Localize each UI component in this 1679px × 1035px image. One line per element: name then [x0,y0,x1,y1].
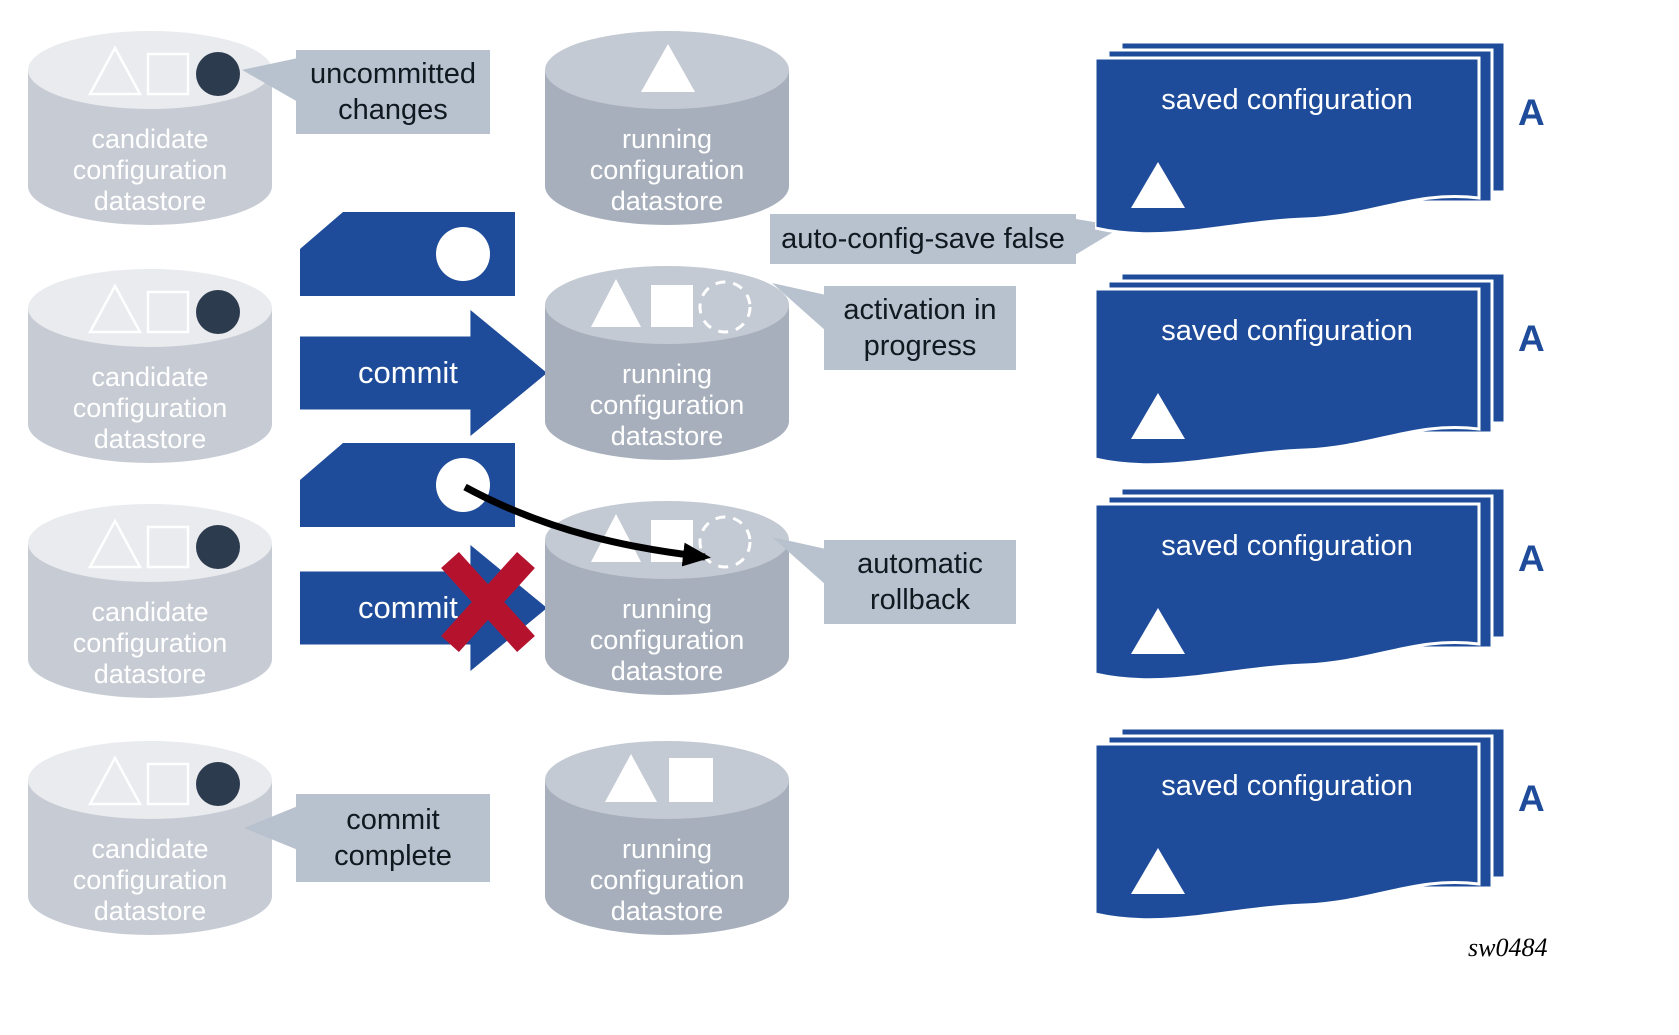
square-icon [146,52,190,96]
running-datastore-label: running configuration datastore [589,124,745,216]
commit-label: commit [358,355,458,390]
triangle-icon [87,755,143,806]
document-stack [1093,271,1507,467]
saved-configuration-label: saved configuration [1161,84,1413,116]
triangle-icon [87,283,143,334]
saved-configuration-stack-row1: saved configuration [1093,40,1507,247]
commit-arrow-row2: commit [300,310,547,436]
callout-automatic-rollback: automatic rollback [824,540,1016,624]
candidate-datastore-cylinder-row3: candidate configuration datastore [28,503,272,699]
square-icon [146,290,190,334]
running-datastore-label: running configuration datastore [589,359,745,451]
document-stack [1093,486,1507,682]
rollback-arrow-icon [463,483,711,567]
square-icon [146,762,190,806]
saved-configuration-stack-row4: saved configuration [1093,726,1507,933]
triangle-icon [87,45,143,96]
triangle-icon [87,518,143,569]
triangle-icon [1131,162,1185,208]
candidate-datastore-label: candidate configuration datastore [72,362,228,454]
cylinder-shape [545,741,789,935]
marker-a: A [1518,92,1545,133]
callout-activation-in-progress: activation in progress [824,286,1016,370]
document-page [1093,502,1481,682]
document-stack [1093,726,1507,922]
square-icon [669,758,713,802]
commit-label: commit [358,590,458,625]
cylinder-shape [545,31,789,225]
candidate-datastore-cylinder-row4: candidate configuration datastore [28,740,272,936]
square-icon [146,525,190,569]
saved-configuration-label: saved configuration [1161,530,1413,562]
triangle-icon [605,754,657,802]
figure-id: sw0484 [1468,933,1548,962]
cylinder-shape [28,31,272,225]
document-page [1093,742,1481,922]
running-datastore-label: running configuration datastore [589,834,745,926]
document-stack [1093,40,1507,236]
candidate-datastore-label: candidate configuration datastore [72,597,228,689]
square-icon [651,285,693,327]
saved-configuration-stack-row2: saved configuration [1093,271,1507,478]
circle-icon [196,290,240,334]
callout-auto-config-save-false: auto-config-save false [770,214,1076,264]
saved-configuration-stack-row3: saved configuration [1093,486,1507,693]
dashed-circle-icon [698,280,752,334]
cylinder-shape [28,741,272,935]
running-datastore-cylinder-row3: running configuration datastore [545,500,789,696]
failed-commit-x-icon [441,551,535,653]
triangle-icon [1131,608,1185,654]
marker-a: A [1518,778,1545,819]
pending-change-tag-row3 [300,443,515,527]
candidate-datastore-label: candidate configuration datastore [72,834,228,926]
candidate-datastore-label: candidate configuration datastore [72,124,228,216]
saved-configuration-label: saved configuration [1161,770,1413,802]
pending-change-tag-row2 [300,212,515,296]
running-datastore-cylinder-row2: running configuration datastore [545,265,789,461]
circle-icon [196,762,240,806]
cylinder-shape [545,501,789,695]
running-datastore-cylinder-row1: running configuration datastore [545,30,789,226]
document-page [1093,56,1481,236]
change-dot-icon [436,227,490,281]
running-datastore-cylinder-row4: running configuration datastore [545,740,789,936]
cylinder-shape [28,269,272,463]
circle-icon [196,525,240,569]
marker-a: A [1518,538,1545,579]
candidate-datastore-cylinder-row1: candidate configuration datastore [28,30,272,226]
change-dot-icon [436,458,490,512]
dashed-circle-icon [698,515,752,569]
triangle-icon [641,44,695,92]
document-page [1093,287,1481,467]
triangle-icon [1131,848,1185,894]
triangle-icon [1131,393,1185,439]
triangle-icon [591,514,641,562]
cylinder-shape [28,504,272,698]
marker-a: A [1518,318,1545,359]
circle-icon [196,52,240,96]
callout-uncommitted-changes: uncommitted changes [296,50,490,134]
triangle-icon [591,279,641,327]
running-datastore-label: running configuration datastore [589,594,745,686]
cylinder-shape [545,266,789,460]
saved-configuration-label: saved configuration [1161,315,1413,347]
candidate-datastore-cylinder-row2: candidate configuration datastore [28,268,272,464]
callout-commit-complete: commit complete [296,794,490,882]
